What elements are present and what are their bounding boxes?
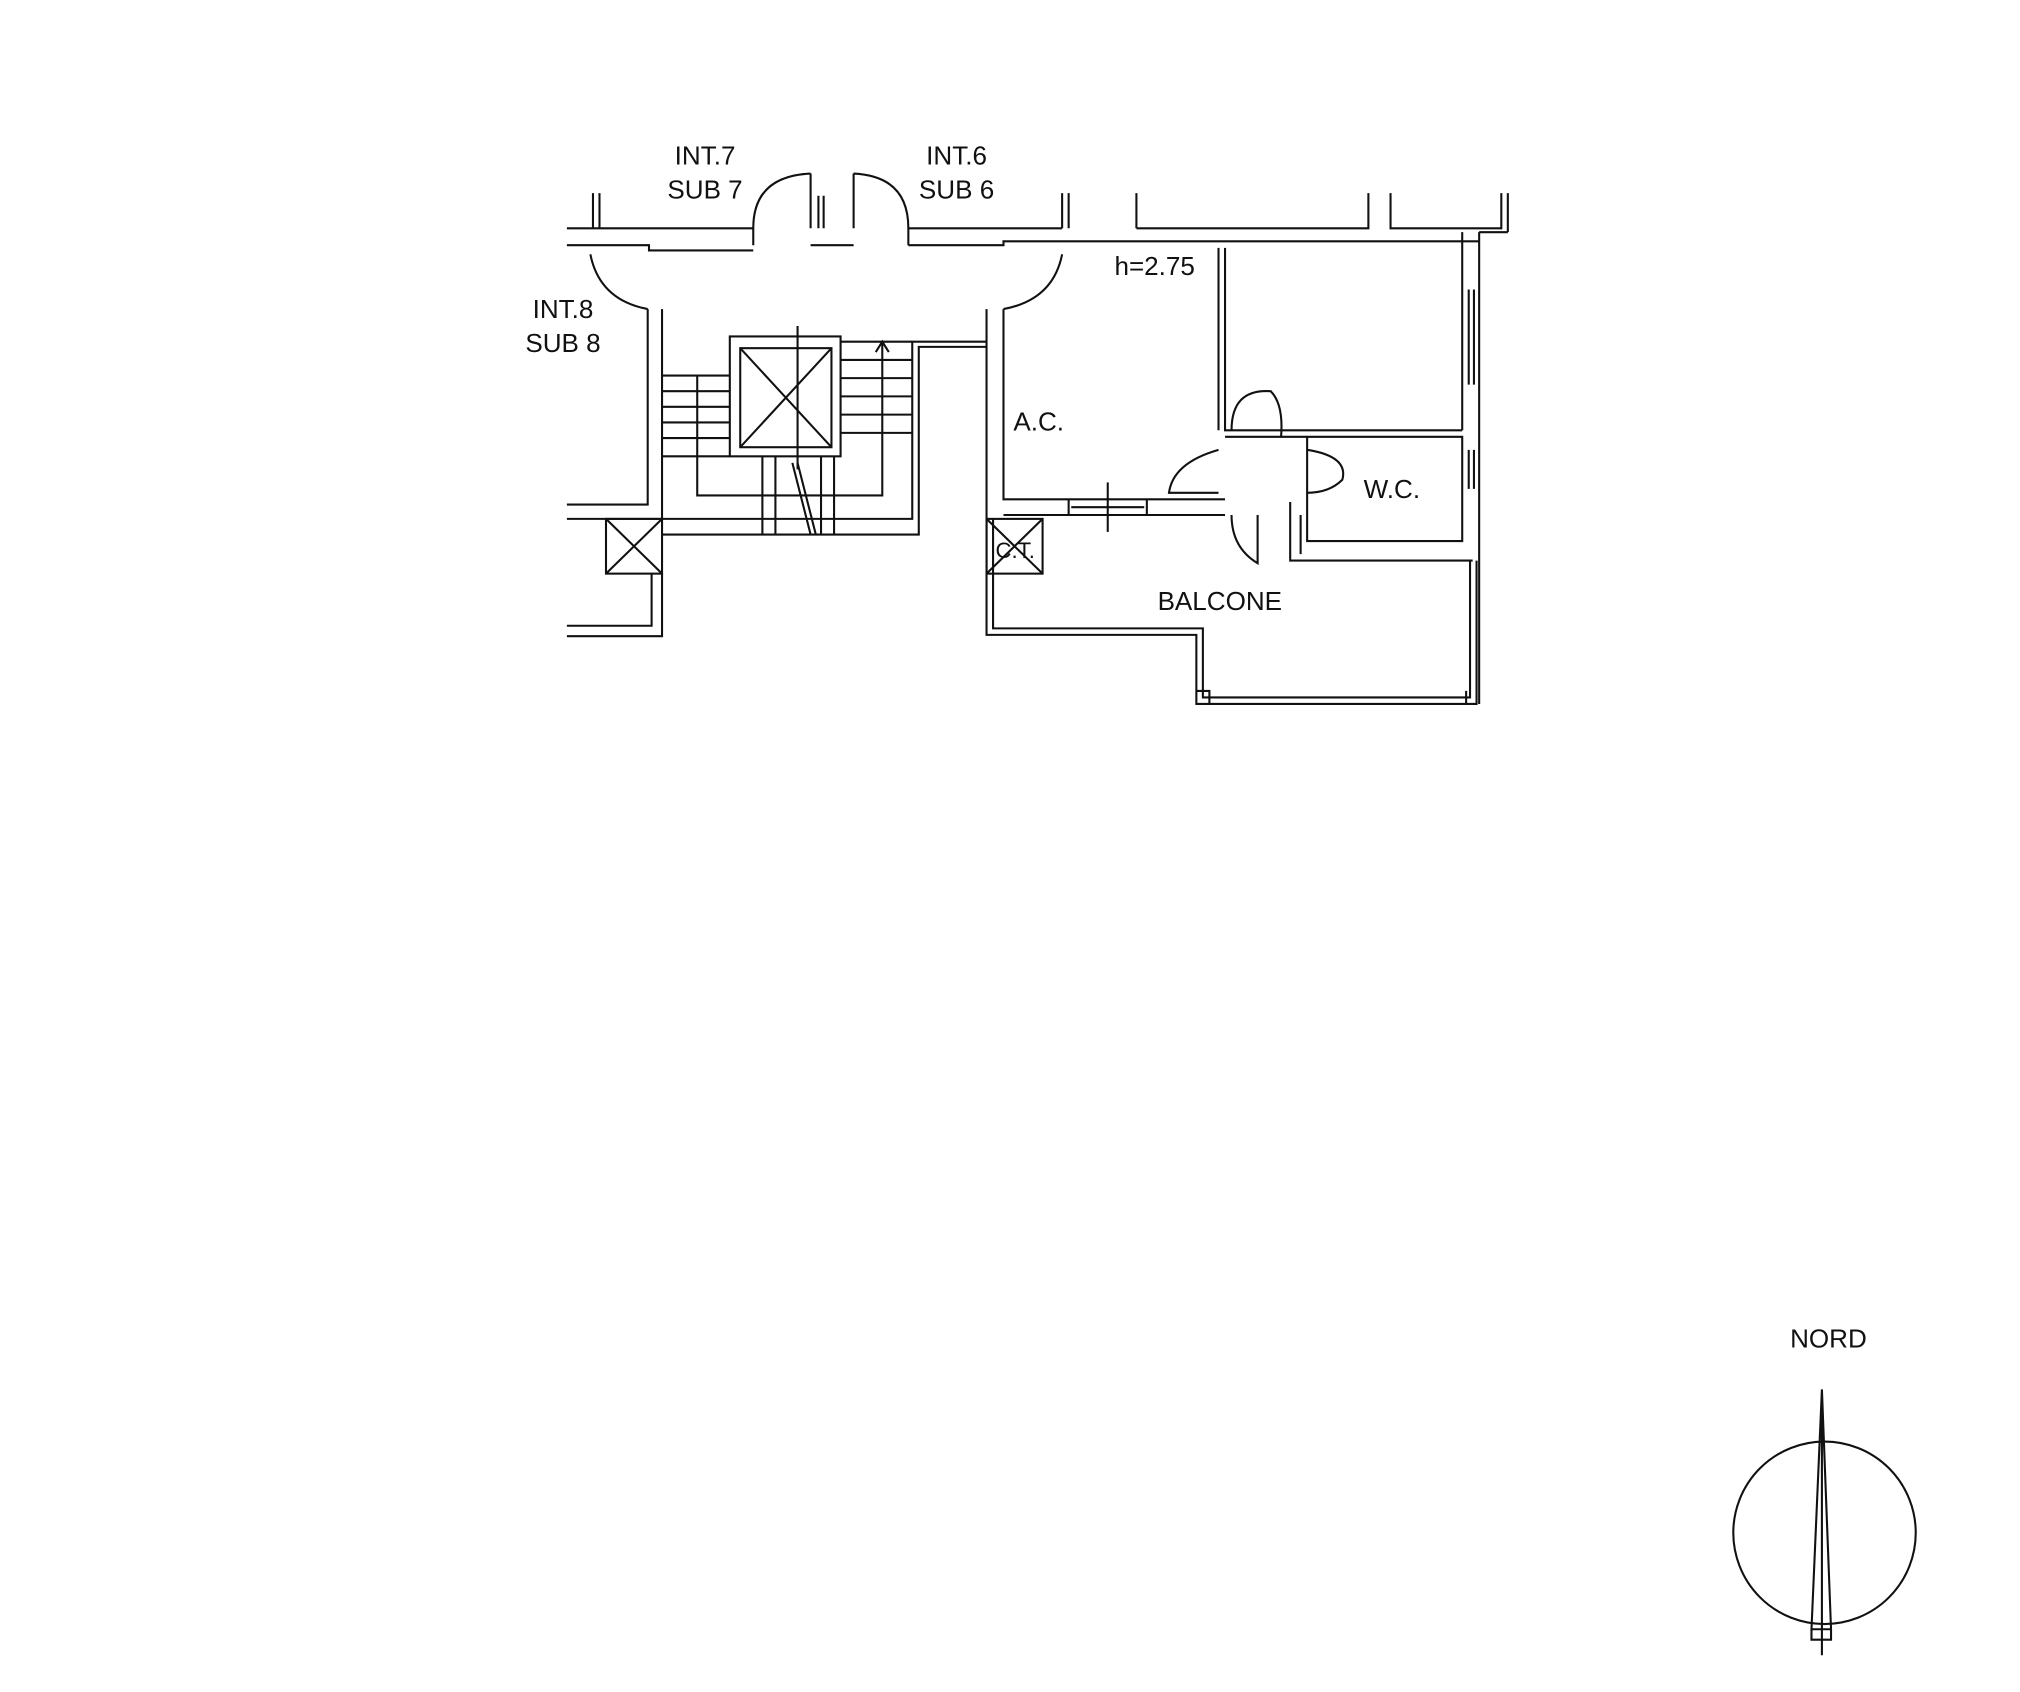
door-swings [589, 172, 1345, 566]
label-ct: C.T. [996, 538, 1035, 563]
label-int7: INT.7 [675, 140, 736, 170]
label-height: h=2.75 [1114, 251, 1194, 281]
north-arrow-icon [1810, 1389, 1833, 1656]
label-sub6: SUB 6 [919, 174, 994, 204]
label-balcone: BALCONE [1158, 586, 1282, 616]
label-wc: W.C. [1364, 474, 1420, 504]
outer-walls [566, 173, 1509, 705]
label-north: NORD [1790, 1324, 1867, 1354]
ct-shaft [985, 517, 1044, 575]
label-sub8: SUB 8 [525, 328, 600, 358]
shaft-left [604, 517, 664, 575]
elevator [739, 347, 833, 449]
label-sub7: SUB 7 [667, 174, 742, 204]
label-int8: INT.8 [533, 294, 594, 324]
label-int6: INT.6 [926, 140, 987, 170]
north-compass: NORD [1732, 1324, 1917, 1656]
label-ac: A.C. [1013, 406, 1064, 436]
staircase [662, 326, 987, 536]
